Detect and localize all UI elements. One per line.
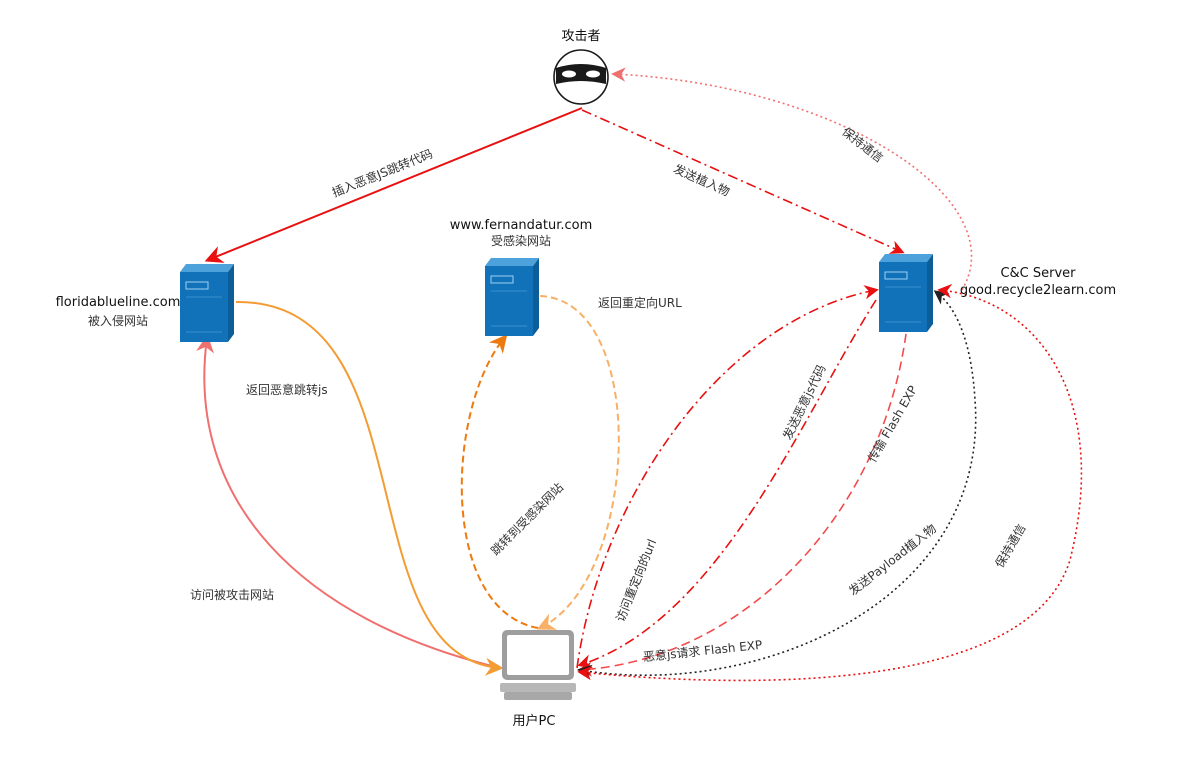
server-icon (180, 264, 234, 342)
label-return-malicious-js: 返回恶意跳转js (246, 382, 328, 397)
edge-insert-js (204, 107, 583, 263)
label-send-implant: 发送植入物 (671, 161, 732, 199)
label-visit-redirect-url: 访问重定向的url (612, 537, 659, 624)
edge-redirect-to-infected (460, 334, 539, 629)
compromised-site-node: floridablueline.com 被入侵网站 (56, 264, 234, 342)
edge-send-payload (577, 290, 977, 679)
server-icon (879, 254, 933, 332)
label-visit-attacked-site: 访问被攻击网站 (190, 588, 274, 602)
cc-server-title: C&C Server (1000, 266, 1076, 281)
label-keep-comm-right: 保持通信 (992, 521, 1029, 570)
edge-return-malicious-js (235, 300, 504, 676)
label-send-malicious-js: 发送恶意js代码 (779, 362, 828, 442)
label-return-redirect-url: 返回重定向URL (598, 295, 682, 310)
label-redirect-to-infected: 跳转到受感染网站 (488, 480, 566, 558)
edge-transfer-flash (577, 333, 907, 677)
label-insert-js: 插入恶意JS跳转代码 (330, 146, 435, 200)
user-pc-label: 用户PC (513, 713, 556, 729)
cc-server-node: C&C Server good.recycle2learn.com (879, 254, 1116, 332)
attacker-node: 攻击者 (553, 29, 609, 105)
edge-return-redirect-url (536, 295, 620, 630)
compromised-site-domain: floridablueline.com (56, 295, 181, 310)
infected-site-domain: www.fernandatur.com (450, 218, 593, 233)
compromised-site-label: 被入侵网站 (88, 313, 148, 328)
label-request-flash: 恶意js请求 Flash EXP (642, 637, 763, 664)
label-send-payload: 发送Payload植入物 (846, 521, 939, 599)
user-pc-node: 用户PC (500, 630, 576, 729)
server-icon (485, 258, 539, 336)
edge-send-implant (581, 109, 905, 254)
label-transfer-flash: 传输 Flash EXP (864, 383, 920, 465)
infected-site-node: www.fernandatur.com 受感染网站 (450, 218, 593, 336)
edge-keep-comm-right (577, 283, 1083, 682)
attacker-label: 攻击者 (561, 29, 600, 44)
edge-visit-attacked-site (196, 334, 501, 669)
edge-keep-comm-top (611, 67, 973, 291)
laptop-icon (500, 630, 576, 700)
hacker-icon (553, 49, 609, 105)
cc-server-domain: good.recycle2learn.com (960, 283, 1116, 298)
infected-site-label: 受感染网站 (491, 233, 551, 248)
